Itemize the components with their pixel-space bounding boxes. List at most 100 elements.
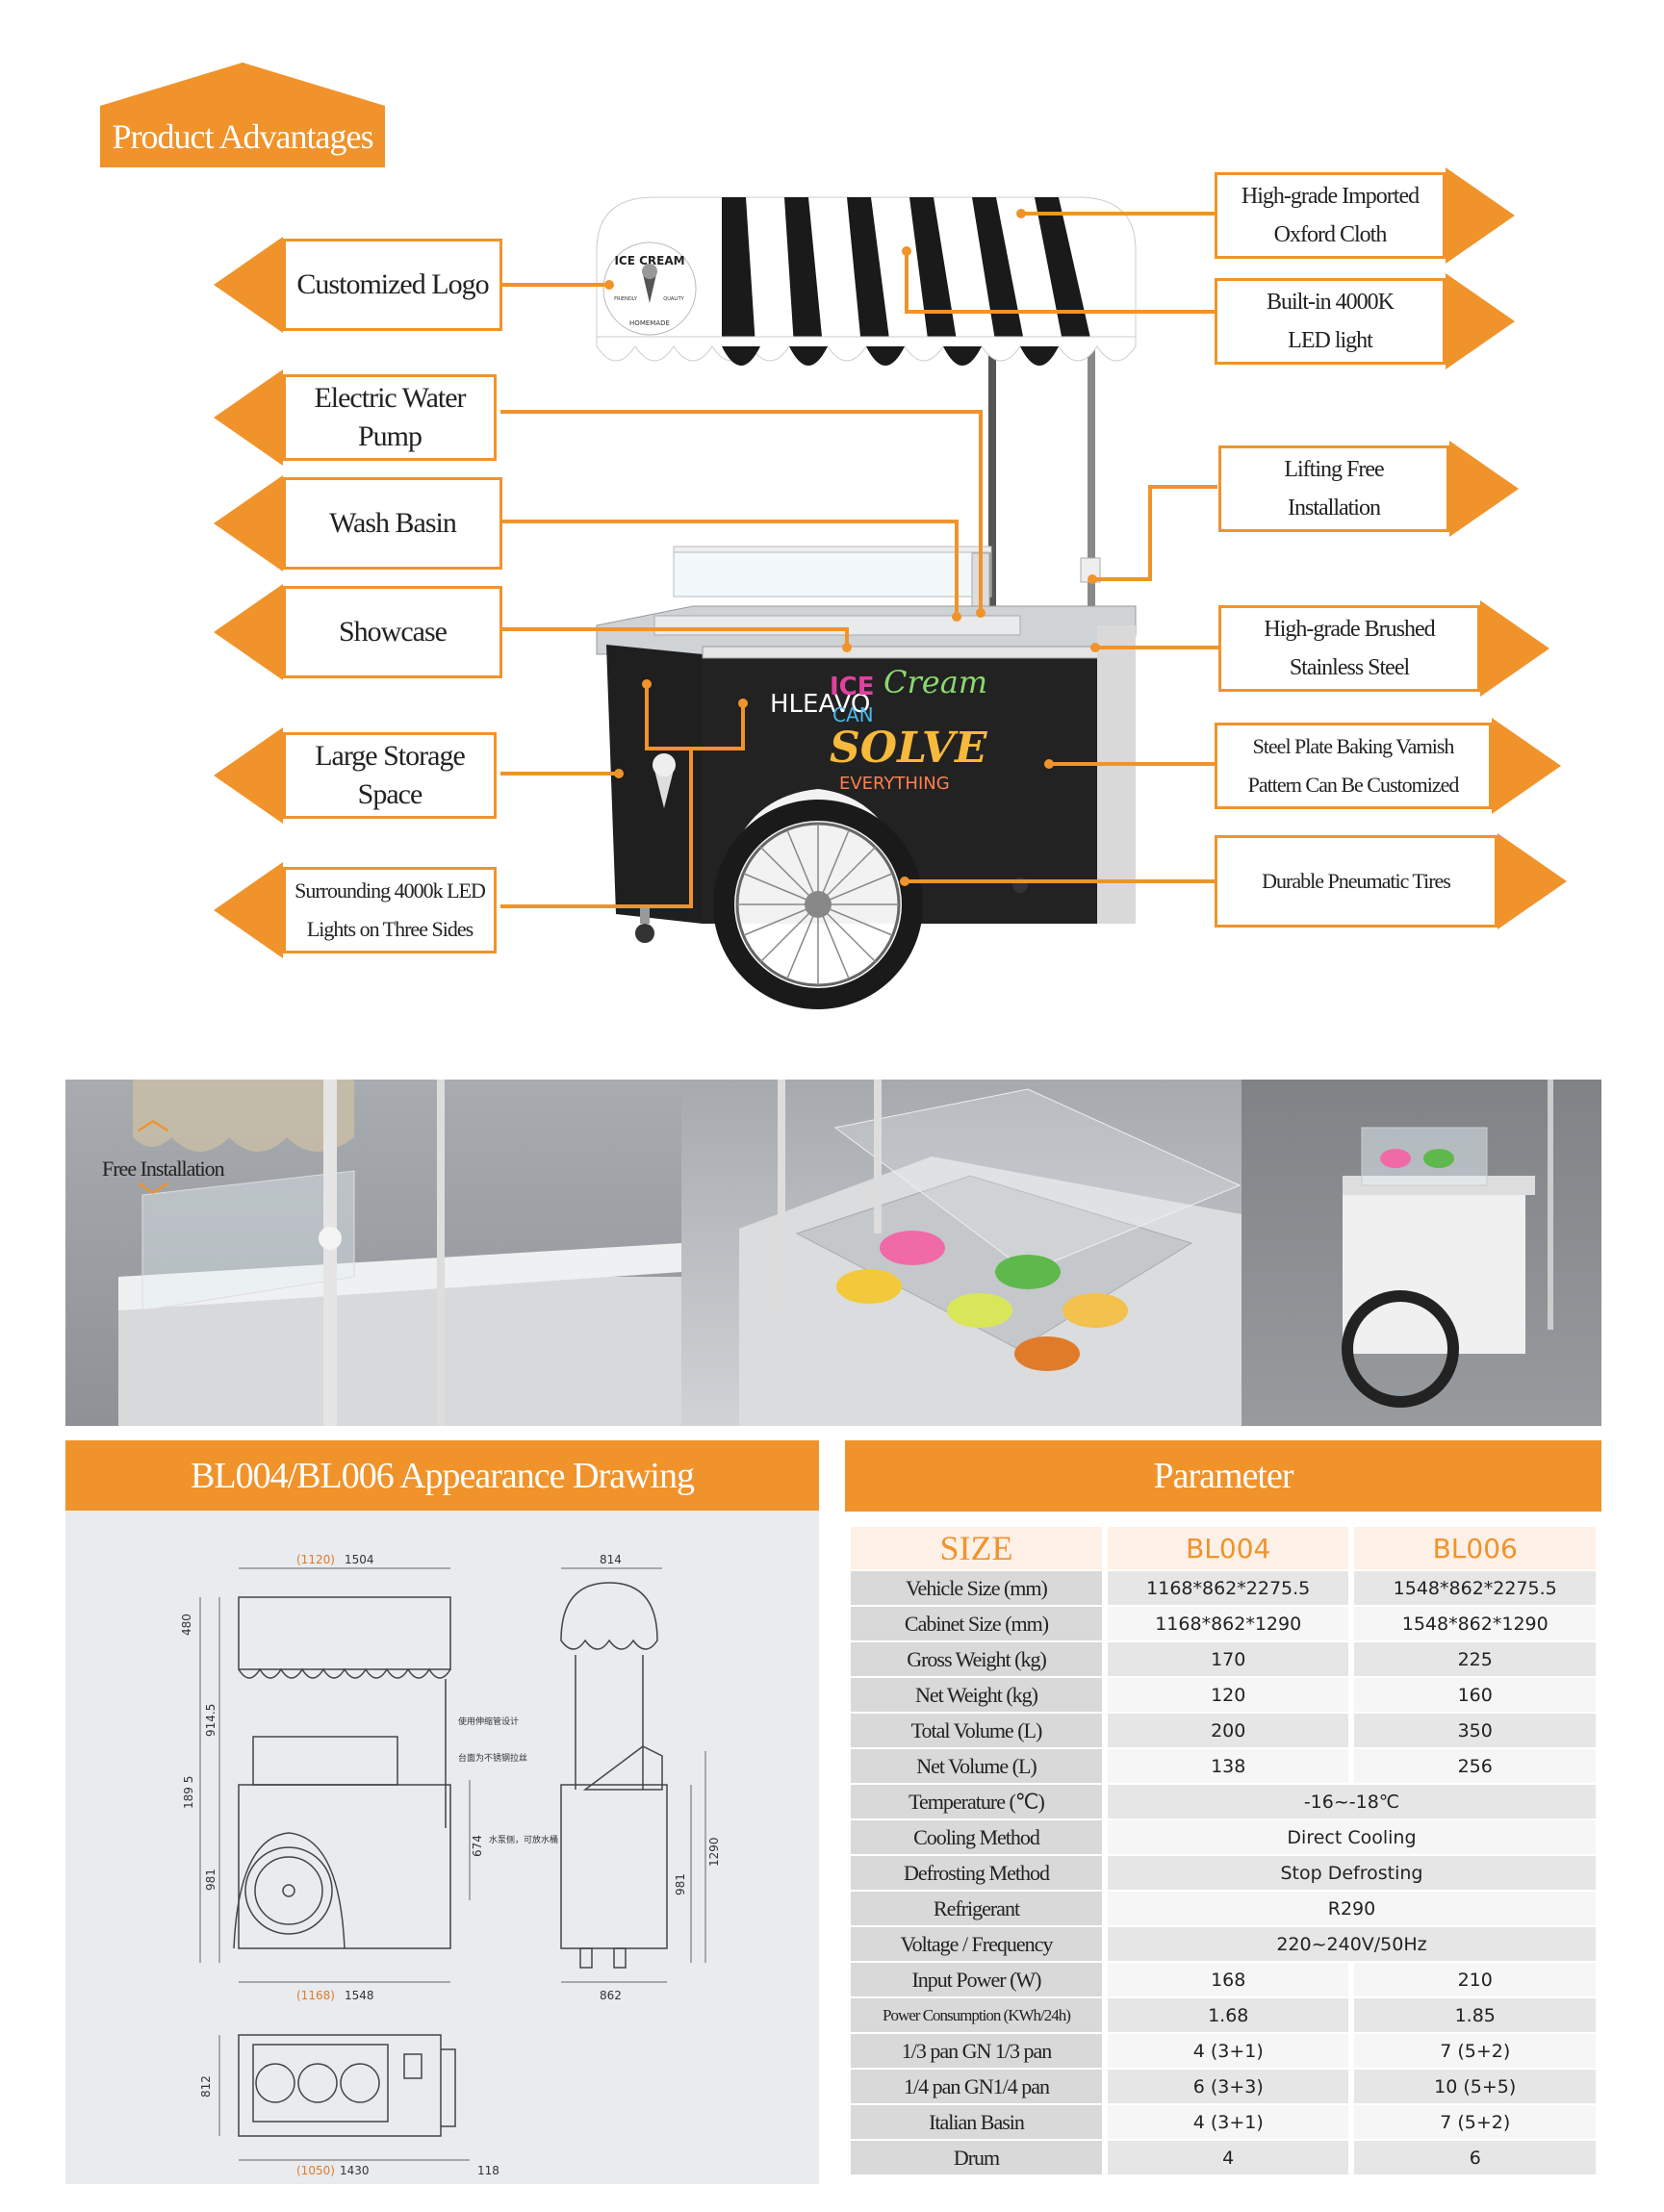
callout-steel-plate: Steel Plate Baking Varnish Pattern Can B… <box>1215 718 1561 814</box>
parameter-table: SIZE BL004 BL006 Vehicle Size (mm)1168*8… <box>845 1525 1601 2176</box>
photo-pan-display <box>681 1080 1242 1426</box>
note-3: 水泵侧，可放水桶 <box>489 1834 558 1845</box>
row-label: Vehicle Size (mm) <box>851 1571 1102 1605</box>
canopy-side-text-1: FRIENDLY <box>614 296 638 302</box>
callout-label: Lifting Free Installation <box>1218 445 1449 532</box>
callout-label: Wash Basin <box>283 477 502 570</box>
parameter-section-title: Parameter <box>845 1440 1601 1512</box>
row-value-bl006: 225 <box>1354 1642 1596 1676</box>
callout-oxford-cloth: High-grade Imported Oxford Cloth <box>1215 167 1515 264</box>
row-label: Net Volume (L) <box>851 1749 1102 1783</box>
dim-981b: 981 <box>674 1873 687 1895</box>
row-value-bl006: 7 (5+2) <box>1354 2034 1596 2068</box>
dim-base-alt: (1168) <box>296 1989 335 2002</box>
note-1: 使用伸缩管设计 <box>458 1716 519 1727</box>
drawing-section-title: BL004/BL006 Appearance Drawing <box>65 1440 819 1512</box>
row-label: Gross Weight (kg) <box>851 1642 1102 1676</box>
callout-led-light: Built-in 4000K LED light <box>1215 273 1515 369</box>
row-label: Voltage / Frequency <box>851 1927 1102 1961</box>
dim-base: 1548 <box>345 1989 374 2002</box>
photo-caption: Free Installation <box>102 1157 225 1181</box>
dim-981: 981 <box>204 1869 218 1891</box>
row-label: 1/3 pan GN 1/3 pan <box>851 2034 1102 2068</box>
dim-top-width: 1504 <box>345 1553 374 1566</box>
page-title: Product Advantages <box>100 106 385 167</box>
callout-label: Showcase <box>283 586 502 678</box>
row-value-shared: Stop Defrosting <box>1107 1856 1596 1890</box>
row-value-bl006: 256 <box>1354 1749 1596 1783</box>
callout-surrounding-led: Surrounding 4000k LED Lights on Three Si… <box>214 862 497 958</box>
dim-base-side: 862 <box>600 1989 622 2002</box>
row-label: Total Volume (L) <box>851 1714 1102 1747</box>
row-label: Cabinet Size (mm) <box>851 1607 1102 1640</box>
cart-brand-text: HLEAVO <box>770 690 870 719</box>
row-value-bl006: 160 <box>1354 1678 1596 1712</box>
row-value-bl004: 1.68 <box>1107 1998 1349 2032</box>
callout-label: High-grade Brushed Stainless Steel <box>1218 605 1480 692</box>
row-value-bl006: 1548*862*1290 <box>1354 1607 1596 1640</box>
row-value-bl004: 168 <box>1107 1963 1349 1996</box>
row-value-bl004: 4 (3+1) <box>1107 2105 1349 2139</box>
header-size: SIZE <box>851 1527 1102 1569</box>
row-value-bl004: 1168*862*2275.5 <box>1107 1571 1349 1605</box>
photo-full-cart <box>1242 1080 1601 1426</box>
slogan-ice: ICE <box>830 673 875 701</box>
row-label: Defrosting Method <box>851 1856 1102 1890</box>
row-label: Drum <box>851 2141 1102 2174</box>
row-value-bl006: 350 <box>1354 1714 1596 1747</box>
dim-674: 674 <box>471 1835 484 1857</box>
callout-label: Large Storage Space <box>283 732 497 819</box>
callout-stainless-steel: High-grade Brushed Stainless Steel <box>1218 600 1549 697</box>
table-row: Temperature (℃)-16~-18℃ <box>851 1785 1596 1818</box>
row-label: Refrigerant <box>851 1892 1102 1925</box>
parameter-table-header: SIZE BL004 BL006 <box>851 1527 1596 1569</box>
row-value-bl006: 10 (5+5) <box>1354 2070 1596 2103</box>
row-value-bl004: 200 <box>1107 1714 1349 1747</box>
row-label: Italian Basin <box>851 2105 1102 2139</box>
row-value-bl004: 6 (3+3) <box>1107 2070 1349 2103</box>
appearance-drawing-panel: (1120) 1504 480 914.5 189 5 981 674 (116… <box>65 1511 819 2184</box>
row-value-bl004: 4 <box>1107 2141 1349 2174</box>
ice-cream-cart-illustration: ICE CREAM HOMEMADE FRIENDLY QUALITY HLEA… <box>596 196 1137 1009</box>
dim-plan-extra: 118 <box>477 2164 499 2177</box>
row-value-shared: R290 <box>1107 1892 1596 1925</box>
dim-side-width: 814 <box>600 1553 622 1566</box>
row-label: 1/4 pan GN1/4 pan <box>851 2070 1102 2103</box>
row-value-bl006: 1.85 <box>1354 1998 1596 2032</box>
canopy-logo-text: ICE CREAM <box>614 254 684 267</box>
row-value-shared: Direct Cooling <box>1107 1820 1596 1854</box>
callout-label: Durable Pneumatic Tires <box>1215 835 1498 928</box>
row-value-bl006: 6 <box>1354 2141 1596 2174</box>
callout-customized-logo: Customized Logo <box>214 237 502 333</box>
product-photo-strip: Free Installation ︿ ﹀ <box>65 1080 1601 1426</box>
slogan-everything: EVERYTHING <box>839 774 950 794</box>
slogan-cream: Cream <box>883 664 987 700</box>
canopy-side-text-2: QUALITY <box>663 296 684 302</box>
dim-top-width-alt: (1120) <box>296 1553 335 1566</box>
callout-pneumatic-tires: Durable Pneumatic Tires <box>1215 833 1567 929</box>
callout-label: Customized Logo <box>283 239 502 331</box>
row-label: Input Power (W) <box>851 1963 1102 1996</box>
row-value-bl004: 4 (3+1) <box>1107 2034 1349 2068</box>
row-label: Power Consumption (KWh/24h) <box>851 1998 1102 2032</box>
callout-label: High-grade Imported Oxford Cloth <box>1215 172 1446 259</box>
dim-480: 480 <box>180 1614 193 1636</box>
row-label: Cooling Method <box>851 1820 1102 1854</box>
chevron-down-icon: ﹀ <box>137 1182 169 1217</box>
callout-lifting-free: Lifting Free Installation <box>1218 441 1519 537</box>
dim-plan-width: 1430 <box>340 2164 370 2177</box>
header-roof-shape <box>100 63 385 106</box>
header-bl006: BL006 <box>1354 1527 1596 1569</box>
header-bl004: BL004 <box>1107 1527 1349 1569</box>
